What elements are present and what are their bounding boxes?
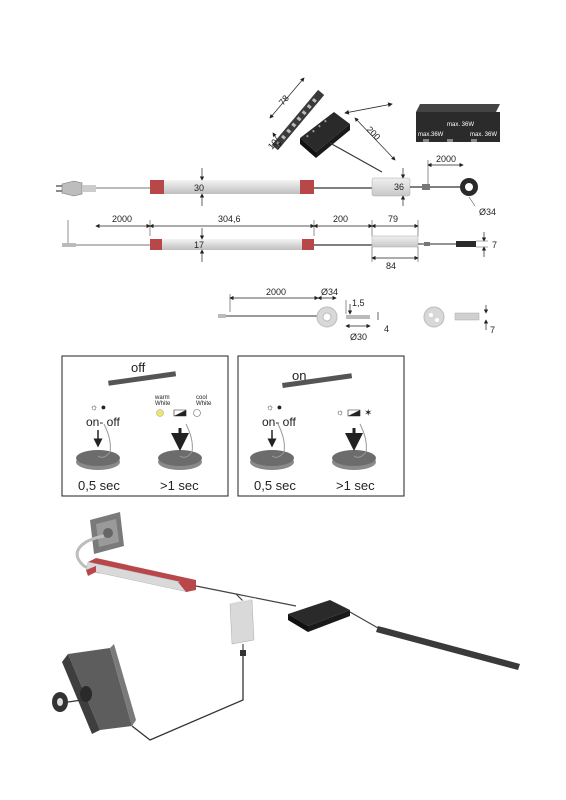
driver-bar xyxy=(85,561,191,593)
panel-on-time-long: >1 sec xyxy=(336,478,375,493)
distribution-box xyxy=(288,600,350,626)
sensor-detail-row: 2000 Ø34 1,5 4 Ø30 7 xyxy=(218,287,495,342)
sensor-side-7-dim: 7 xyxy=(490,325,495,335)
panel-on-time-short: 0,5 sec xyxy=(254,478,296,493)
brightness-icon: ☼ xyxy=(336,407,344,417)
strip-width-dim: 10 xyxy=(266,137,280,151)
brightness-high-icon: ✶ xyxy=(364,408,372,419)
warm-led-icon xyxy=(156,409,164,417)
bulb-icon-on: ☼ ● xyxy=(266,402,282,412)
lead-200-top-dim: 200 xyxy=(365,124,383,142)
bulb-icon: ☼ ● xyxy=(90,402,106,412)
box-79-dim: 79 xyxy=(388,214,398,224)
panel-off-onoff: on- off xyxy=(86,415,120,429)
sensor-mount xyxy=(68,648,132,730)
control-box xyxy=(229,599,255,645)
panel-off-state: off xyxy=(131,360,146,375)
connector-detail: max. 36W max.36W max. 36W xyxy=(416,104,500,142)
sensor-press-icon-long-on xyxy=(332,423,376,470)
sensor-lead-2000-dim: 2000 xyxy=(266,287,286,297)
cable-2000-right-dim: 2000 xyxy=(436,154,456,164)
sensor-dia-34-dim: Ø34 xyxy=(321,287,338,297)
panel-on: on on- off ☼ ● ☼ ✶ 0,5 sec >1 sec xyxy=(237,355,405,497)
sensor-press-icon-long xyxy=(158,423,202,470)
sensor-dia-30-dim: Ø30 xyxy=(350,332,367,342)
driver-row-2: 2000 304,6 200 79 17 84 7 xyxy=(62,214,497,271)
sensor-press-icon-short xyxy=(76,423,120,470)
warm-label-2: White xyxy=(155,401,171,407)
sensor-diameter-dim: Ø34 xyxy=(479,207,496,217)
installation-illustration xyxy=(52,512,520,741)
side-height-7-dim: 7 xyxy=(492,240,497,250)
panel-off-time-short: 0,5 sec xyxy=(78,478,120,493)
sensor-thk-1-5-dim: 1,5 xyxy=(352,298,365,308)
side-height-17-dim: 17 xyxy=(194,240,204,250)
cool-label-1: cool xyxy=(196,395,207,401)
sensor-press-icon-short-on xyxy=(250,423,294,470)
driver-row-1: 30 36 2000 Ø34 xyxy=(56,154,496,217)
box-height-dim: 36 xyxy=(394,182,404,192)
max-right-label: max. 36W xyxy=(470,132,497,138)
panel-on-onoff: on- off xyxy=(262,415,296,429)
lead-200-mid-dim: 200 xyxy=(333,214,348,224)
sensor-thk-4-dim: 4 xyxy=(384,324,389,334)
cool-label-2: White xyxy=(196,401,212,407)
lead-2000-left-dim: 2000 xyxy=(112,214,132,224)
panel-off: off on- off ☼ ● warm White cool White 0,… xyxy=(61,355,229,497)
distribution-box-top: 200 xyxy=(300,102,396,173)
driver-length-dim: 304,6 xyxy=(218,214,241,224)
panel-on-state: on xyxy=(292,368,306,383)
warm-label-1: warm xyxy=(154,395,170,401)
box-84-dim: 84 xyxy=(386,261,396,271)
cool-led-icon xyxy=(193,409,201,417)
max-total-label: max. 36W xyxy=(447,122,474,128)
led-strip xyxy=(376,626,520,670)
driver-height-dim: 30 xyxy=(194,183,204,193)
panel-off-time-long: >1 sec xyxy=(160,478,199,493)
max-left-label: max.36W xyxy=(418,132,444,138)
led-strip-top: 78 10 xyxy=(266,77,325,151)
strip-length-dim: 78 xyxy=(277,93,291,107)
